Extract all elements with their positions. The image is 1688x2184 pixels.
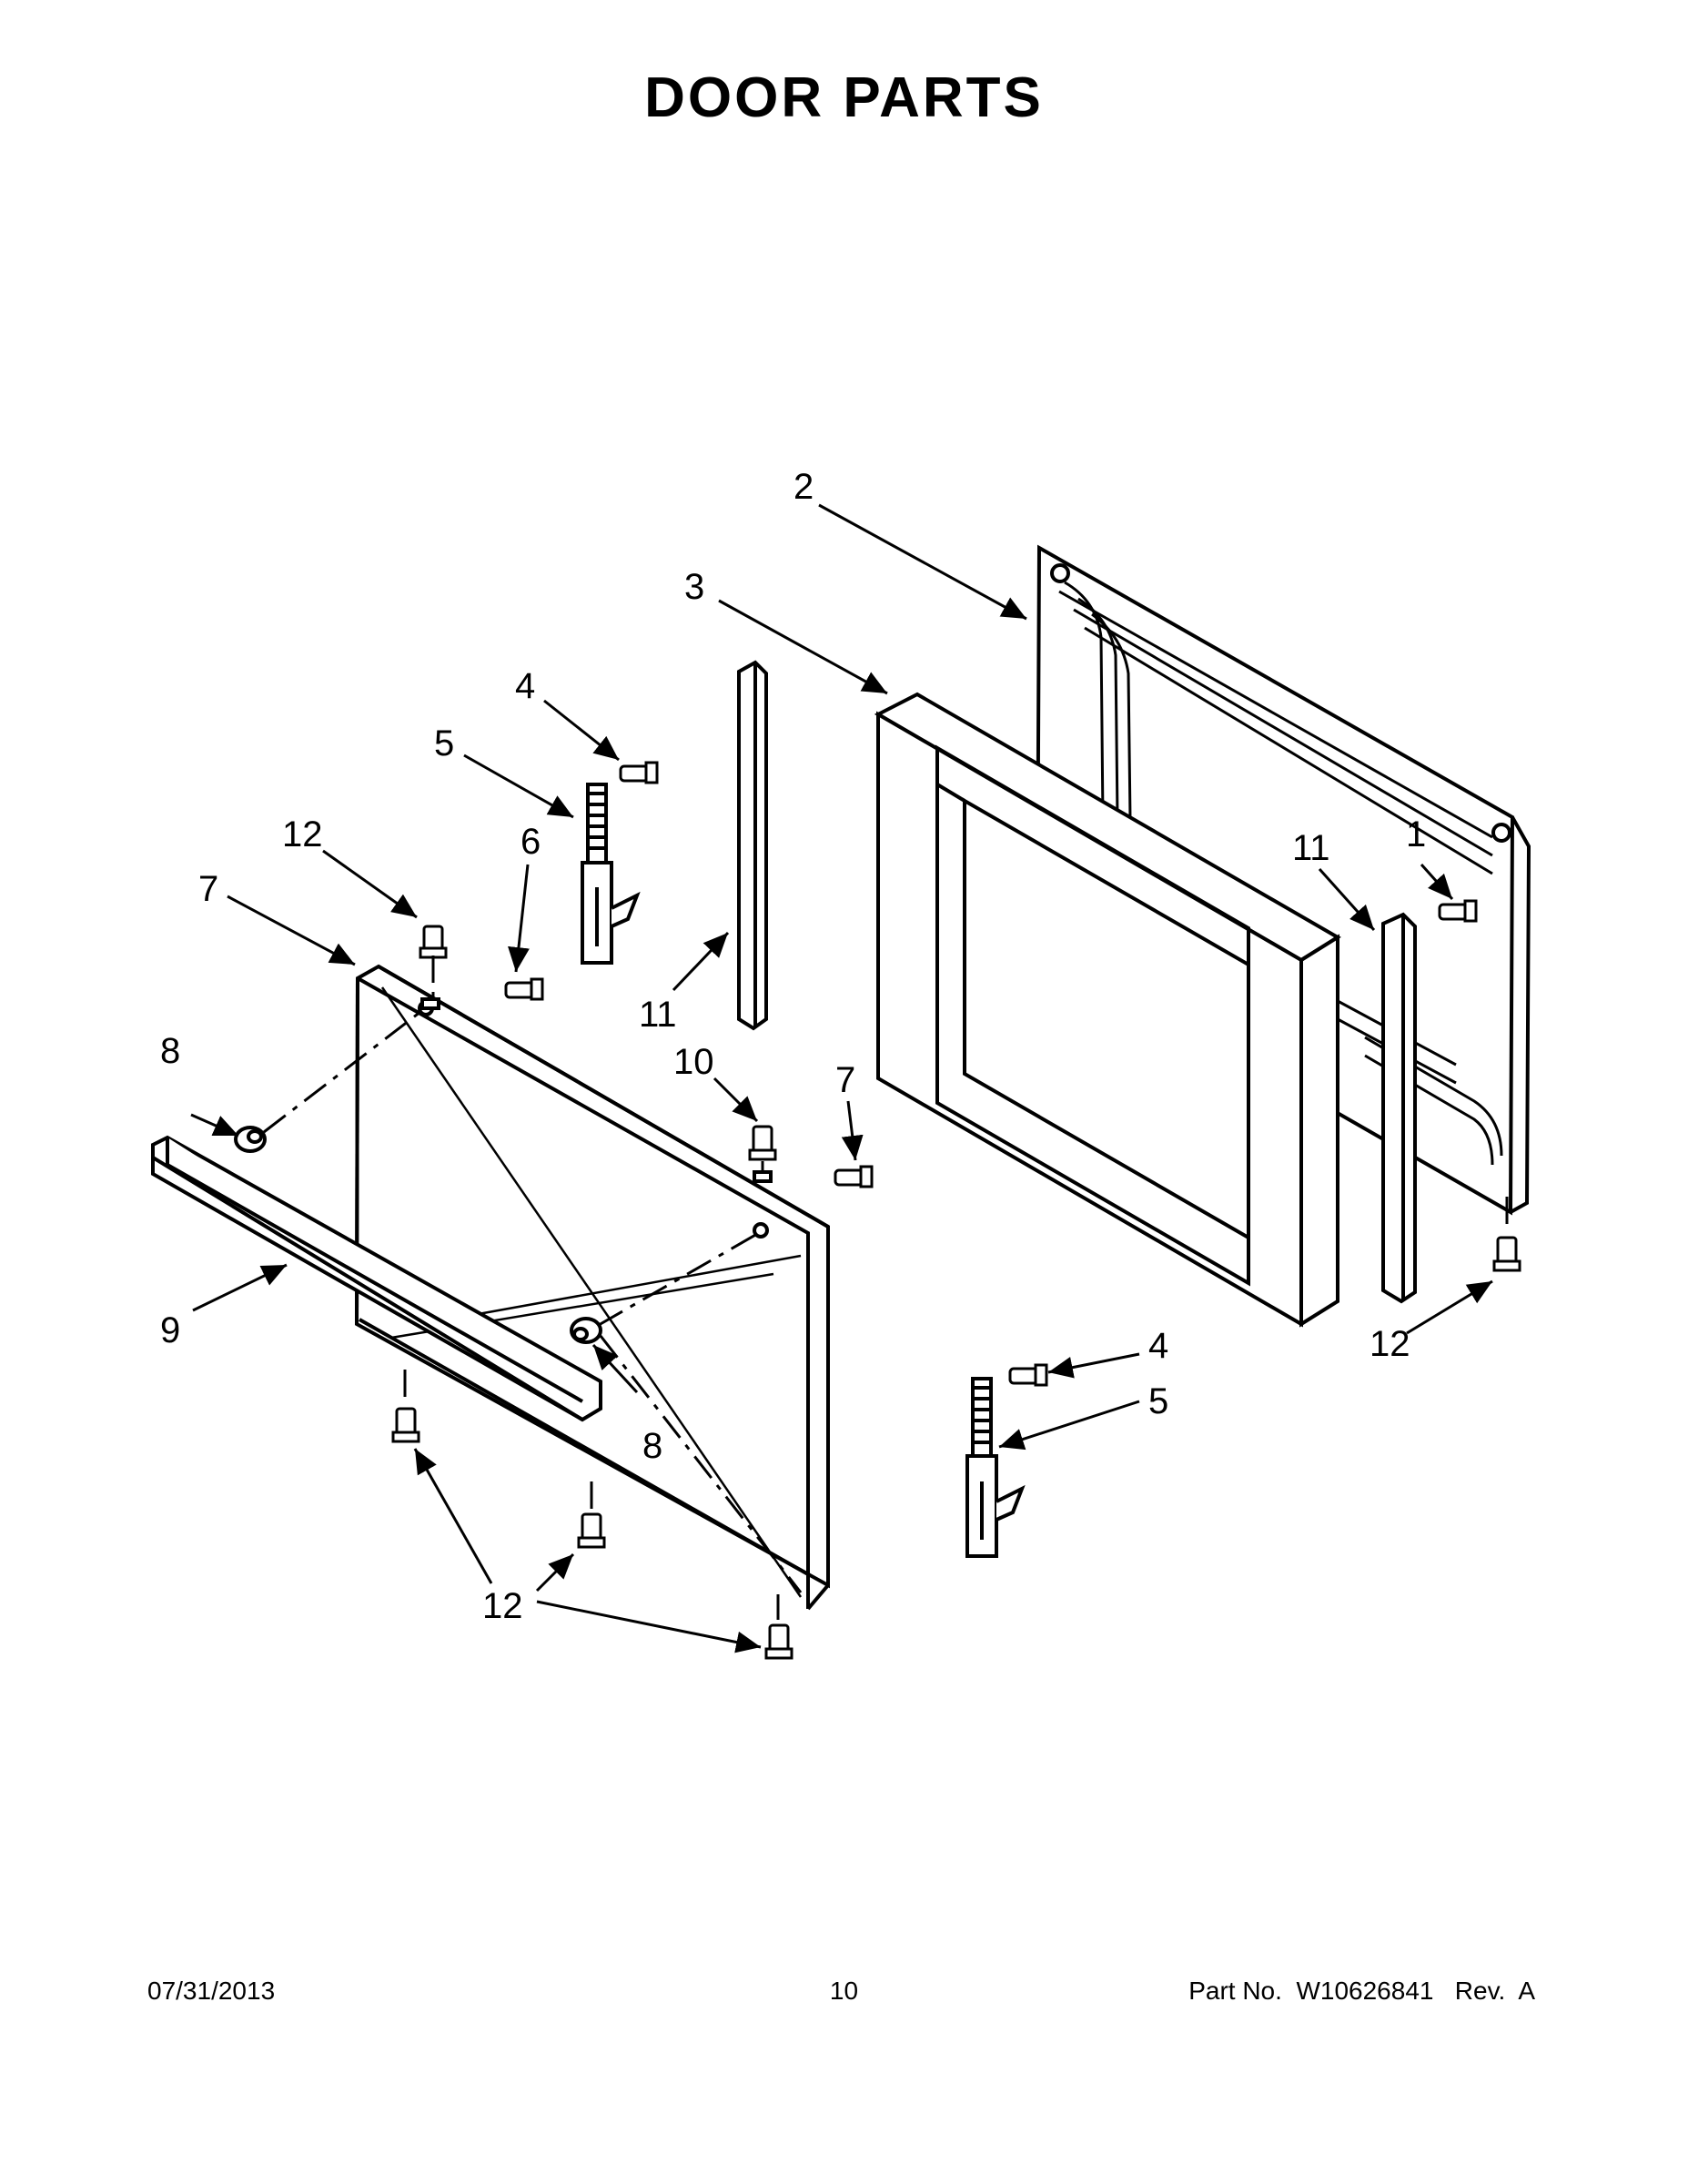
footer-part-number: Part No. W10626841 Rev. A: [1188, 1977, 1535, 2005]
screw-part-12-right: [1492, 1236, 1521, 1272]
screws: [391, 761, 1521, 1660]
callout-12-bottom: 12: [482, 1586, 523, 1626]
callout-3: 3: [684, 567, 704, 607]
callout-5-upper: 5: [434, 723, 454, 763]
door-frame: [874, 692, 1341, 1328]
hinge-upper: [581, 783, 641, 965]
callout-7-left: 7: [198, 869, 218, 909]
callout-10: 10: [673, 1042, 714, 1082]
screw-part-12-bottom-a: [391, 1407, 420, 1443]
hinge-lower: [965, 1377, 1026, 1558]
callout-4-lower: 4: [1148, 1326, 1168, 1366]
leader-arrows: [190, 503, 1493, 1653]
screw-part-12-top: [419, 925, 448, 959]
callout-12-right: 12: [1370, 1324, 1410, 1364]
screw-part-10: [748, 1125, 777, 1161]
screw-part-7-small: [834, 1165, 874, 1188]
screw-part-1: [1438, 899, 1478, 923]
callout-11-left: 11: [639, 995, 677, 1035]
footer-date: 07/31/2013: [147, 1977, 276, 2005]
bumper-right: [570, 1317, 602, 1344]
bottom-trim: [151, 1135, 602, 1422]
callout-4-upper: 4: [515, 666, 535, 706]
callout-5-lower: 5: [1148, 1381, 1168, 1421]
callout-12-top: 12: [282, 814, 323, 854]
callout-8-right: 8: [642, 1426, 662, 1466]
callout-8-left: 8: [160, 1031, 180, 1071]
bumper-left: [234, 1126, 267, 1153]
screw-part-4-upper: [619, 761, 659, 784]
screw-part-12-bottom-c: [764, 1623, 793, 1660]
page-title: DOOR PARTS: [644, 66, 1044, 129]
side-trim-left: [737, 660, 768, 1031]
alignment-lines: [263, 956, 1509, 1620]
callout-7-right: 7: [835, 1060, 855, 1100]
footer-page-number: 10: [829, 1977, 859, 2005]
side-trim-right: [1381, 912, 1417, 1304]
callout-11-right: 11: [1292, 828, 1330, 868]
screw-part-4-lower: [1008, 1363, 1048, 1387]
callout-2: 2: [793, 467, 814, 507]
screw-part-12-bottom-b: [577, 1512, 606, 1549]
callout-1: 1: [1406, 814, 1426, 854]
callout-6: 6: [521, 822, 541, 862]
callout-9: 9: [160, 1310, 180, 1350]
callout-labels: 1 2 3 4 4 5 5 6 7 7 8 8 9 10 11 11 12 12…: [160, 467, 1426, 1626]
screw-part-6: [504, 977, 544, 1001]
